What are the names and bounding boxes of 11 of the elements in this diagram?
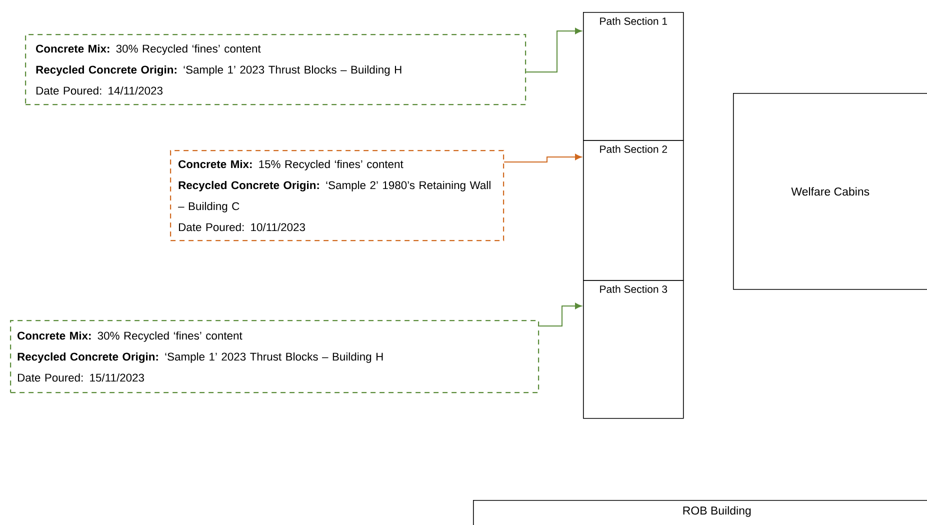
connector-arrow	[538, 302, 582, 326]
building-box: ROB Building	[473, 500, 927, 525]
note-box: Concrete Mix: 30% Recycled ‘fines’ content Recycled Concrete Origin: ‘Sample 1’ 2023 Thrust Blocks – Building H Date Poured: 15/11/2023	[10, 320, 540, 394]
path-section-box: Path Section 2	[583, 140, 684, 281]
path-section-box: Path Section 3	[583, 280, 684, 419]
note-box: Concrete Mix: 15% Recycled ‘fines’ content Recycled Concrete Origin: ‘Sample 2’ 1980’s Retaining Wall – Building C Date Poured: 10/11/2023	[170, 150, 504, 242]
connector-arrow	[504, 154, 582, 162]
connector-arrow	[526, 28, 582, 72]
path-section-box: Path Section 1	[583, 12, 684, 141]
building-box: Welfare Cabins	[733, 93, 927, 290]
note-box: Concrete Mix: 30% Recycled ‘fines’ content Recycled Concrete Origin: ‘Sample 1’ 2023 Thrust Blocks – Building H Date Poured: 14/11/2023	[25, 34, 526, 106]
